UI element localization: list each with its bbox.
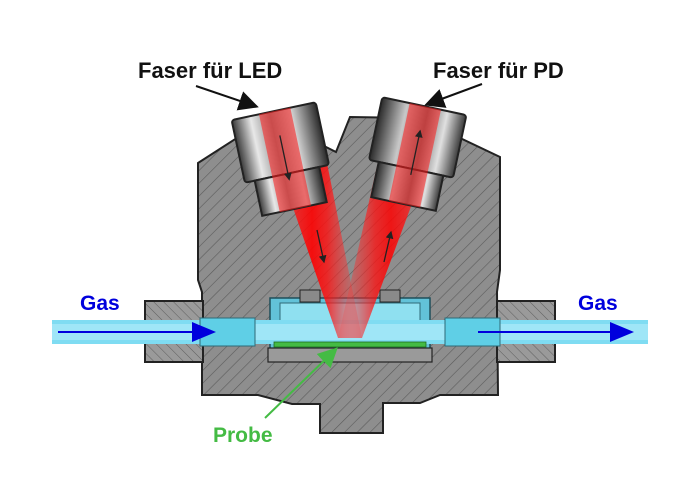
fiber-connector-icon xyxy=(368,96,467,213)
label-fiber-pd: Faser für PD xyxy=(433,58,564,83)
fiber-connector-icon xyxy=(231,101,330,218)
pd-callout-arrow xyxy=(424,83,483,108)
led-callout-arrow xyxy=(195,85,259,111)
label-gas-in: Gas xyxy=(80,292,120,315)
sample-callout-arrow xyxy=(264,347,338,419)
label-sample: Probe xyxy=(213,424,273,447)
label-gas-out: Gas xyxy=(578,292,618,315)
sample xyxy=(273,341,427,348)
label-fiber-led: Faser für LED xyxy=(138,58,282,83)
